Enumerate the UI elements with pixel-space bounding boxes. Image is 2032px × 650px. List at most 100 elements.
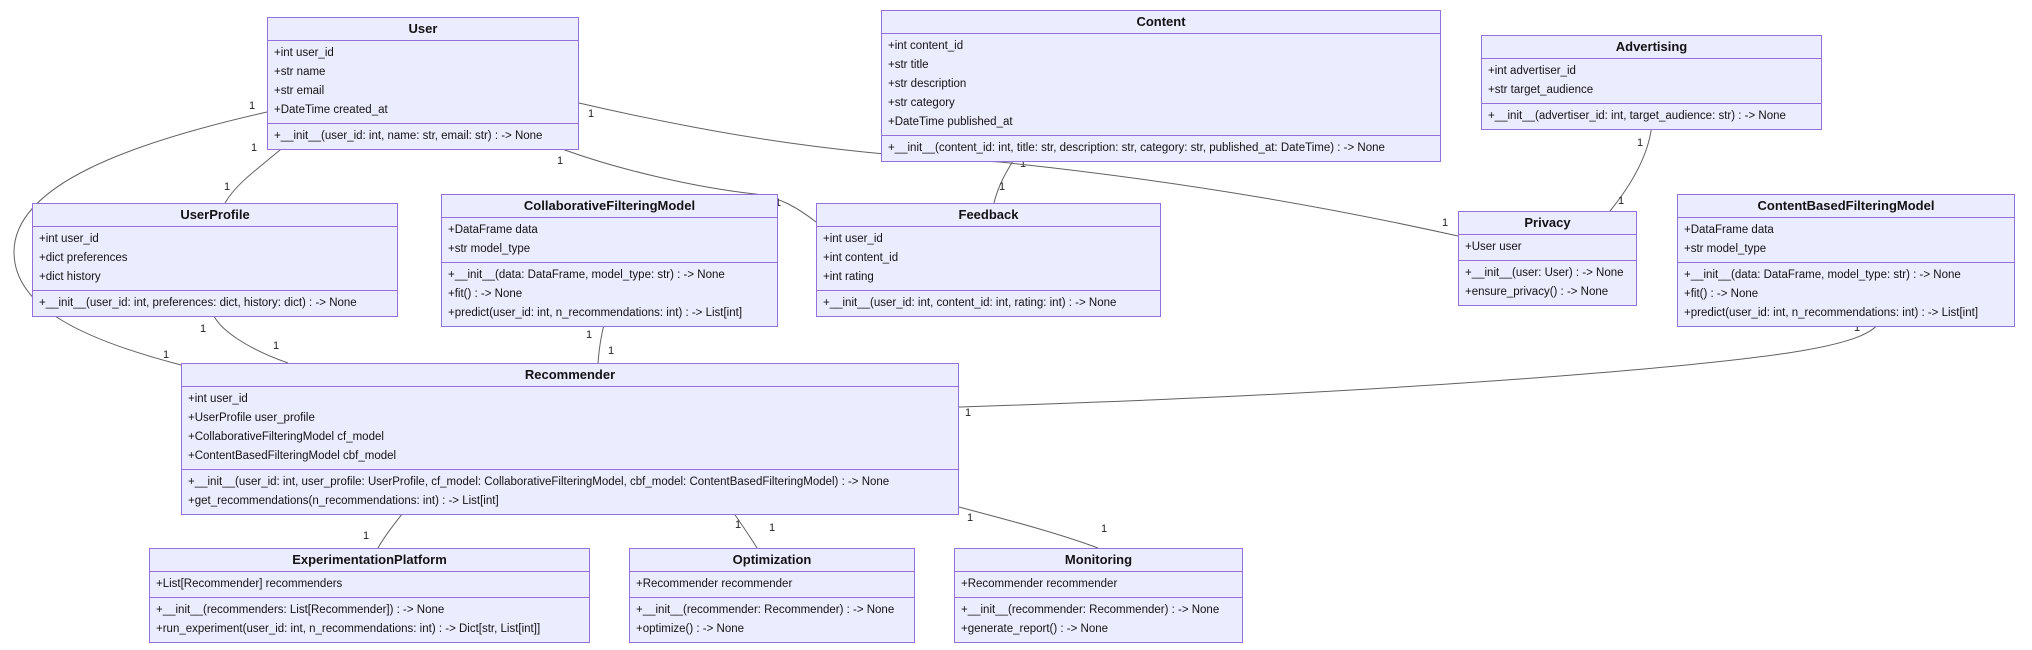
class-title: Recommender bbox=[182, 364, 958, 387]
attribute-row: +ContentBasedFilteringModel cbf_model bbox=[188, 450, 397, 462]
cardinality-label: 1 bbox=[1637, 137, 1643, 149]
cardinality-label: 1 bbox=[586, 329, 592, 341]
method-row: +__init__(data: DataFrame, model_type: s… bbox=[448, 269, 725, 281]
relationship-edge-contentbasedfilteringmodel-recommender bbox=[958, 320, 1881, 408]
attribute-row: +str target_audience bbox=[1488, 84, 1594, 96]
class-methods: +__init__(user: User) : -> None +ensure_p… bbox=[1459, 261, 1636, 305]
cardinality-label: 1 bbox=[608, 345, 614, 357]
class-title: UserProfile bbox=[33, 204, 397, 227]
cardinality-label: 1 bbox=[999, 181, 1005, 193]
method-row: +__init__(user_id: int, user_profile: Us… bbox=[188, 476, 890, 488]
class-title: ContentBasedFilteringModel bbox=[1678, 195, 2014, 218]
attribute-row: +int user_id bbox=[188, 393, 248, 405]
cardinality-label: 1 bbox=[273, 340, 279, 352]
class-box-advertising: Advertising+int advertiser_id+str target… bbox=[1481, 35, 1822, 130]
class-attrs: +int user_id +int content_id +int rating bbox=[817, 227, 1160, 291]
class-attrs: +DataFrame data+str model_type bbox=[1678, 218, 2014, 263]
cardinality-label: 1 bbox=[557, 155, 563, 167]
cardinality-label: 1 bbox=[163, 349, 169, 361]
class-methods: +__init__(user_id: int, preferences: dic… bbox=[33, 291, 397, 316]
attribute-row: +str category bbox=[888, 97, 955, 109]
cardinality-label: 1 bbox=[249, 100, 255, 112]
relationship-edge-user-userprofile bbox=[224, 143, 288, 204]
class-title: User bbox=[268, 18, 578, 41]
cardinality-label: 1 bbox=[967, 512, 973, 524]
class-box-feedback: Feedback+int user_id+int content_id+int … bbox=[816, 203, 1161, 317]
attribute-row: +str description bbox=[888, 78, 967, 90]
class-attrs: +int user_id+str name+str email+DateTime… bbox=[268, 41, 578, 124]
attribute-row: +UserProfile user_profile bbox=[188, 412, 315, 424]
class-box-optimization: Optimization+Recommender recommender+__i… bbox=[629, 548, 915, 643]
method-row: +__init__(recommender: Recommender) : ->… bbox=[961, 604, 1220, 616]
method-row: +__init__(advertiser_id: int, target_aud… bbox=[1488, 110, 1786, 122]
method-row: +__init__(recommenders: List[Recommender… bbox=[156, 604, 445, 616]
class-methods: +__init__(user_id: int, name: str, email… bbox=[268, 124, 578, 149]
attribute-row: +str model_type bbox=[1684, 243, 1767, 255]
class-title: Feedback bbox=[817, 204, 1160, 227]
method-row: +predict(user_id: int, n_recommendations… bbox=[448, 307, 743, 319]
class-methods: +__init__(recommender: Recommender) : ->… bbox=[630, 598, 914, 642]
relationship-edge-recommender-monitoring bbox=[958, 506, 1099, 549]
method-row: +optimize() : -> None bbox=[636, 623, 745, 635]
attribute-row: +int rating bbox=[823, 271, 874, 283]
class-attrs: +int content_id +str title +str descriptio… bbox=[882, 34, 1440, 136]
relationship-edge-user-recommender bbox=[13, 111, 268, 366]
cardinality-label: 1 bbox=[1854, 322, 1860, 334]
class-box-cfm: CollaborativeFilteringModel +DataFrame da… bbox=[441, 194, 778, 327]
method-row: +__init__(user_id: int, preferences: dic… bbox=[39, 297, 357, 309]
attribute-row: +DateTime created_at bbox=[274, 104, 388, 116]
attribute-row: +List[Recommender] recommenders bbox=[156, 578, 343, 590]
attribute-row: +dict history bbox=[39, 271, 101, 283]
attribute-row: +int user_id bbox=[823, 233, 883, 245]
cardinality-label: 1 bbox=[1618, 195, 1624, 207]
attribute-row: +int user_id bbox=[274, 47, 334, 59]
class-methods: +__init__(recommenders: List[Recommender… bbox=[150, 598, 589, 642]
class-methods: +__init__(data: DataFrame, model_type: s… bbox=[442, 263, 777, 326]
class-title: Privacy bbox=[1459, 212, 1636, 235]
class-box-content: Content +int content_id +str title +str des… bbox=[881, 10, 1441, 162]
class-methods: +__init__(user_id: int, user_profile: Us… bbox=[182, 470, 958, 514]
cardinality-label: 1 bbox=[965, 407, 971, 419]
attribute-row: +str model_type bbox=[448, 243, 531, 255]
class-title: Content bbox=[882, 11, 1440, 34]
relationship-edge-user-privacy bbox=[578, 102, 1459, 237]
class-title: ExperimentationPlatform bbox=[150, 549, 589, 572]
class-attrs: +int advertiser_id+str target_audience bbox=[1482, 59, 1821, 104]
method-row: +predict(user_id: int, n_recommendations… bbox=[1684, 307, 1979, 319]
cardinality-label: 1 bbox=[251, 142, 257, 154]
cardinality-label: 1 bbox=[588, 108, 594, 120]
attribute-row: +Recommender recommender bbox=[961, 578, 1118, 590]
class-methods: +__init__(recommender: Recommender) : ->… bbox=[955, 598, 1242, 642]
class-methods: +__init__(user_id: int, content_id: int,… bbox=[817, 291, 1160, 316]
attribute-row: +dict preferences bbox=[39, 252, 128, 264]
method-row: +ensure_privacy() : -> None bbox=[1465, 286, 1609, 298]
method-row: +get_recommendations(n_recommendations: … bbox=[188, 495, 499, 507]
attribute-row: +str title bbox=[888, 59, 929, 71]
class-title: Monitoring bbox=[955, 549, 1242, 572]
class-title: CollaborativeFilteringModel bbox=[442, 195, 777, 218]
class-box-recommender: Recommender +int user_id +UserProfile user… bbox=[181, 363, 959, 515]
method-row: +generate_report() : -> None bbox=[961, 623, 1109, 635]
attribute-row: +User user bbox=[1465, 241, 1522, 253]
cardinality-label: 1 bbox=[1101, 523, 1107, 535]
class-box-userprofile: UserProfile+int user_id+dict preferences… bbox=[32, 203, 398, 317]
attribute-row: +DataFrame data bbox=[448, 224, 538, 236]
attribute-row: +int content_id bbox=[888, 40, 964, 52]
cardinality-label: 1 bbox=[735, 519, 741, 531]
method-row: +run_experiment(user_id: int, n_recommen… bbox=[156, 623, 541, 635]
method-row: +__init__(content_id: int, title: str, d… bbox=[888, 142, 1385, 154]
attribute-row: +int content_id bbox=[823, 252, 899, 264]
cardinality-label: 1 bbox=[200, 323, 206, 335]
class-methods: +__init__(data: DataFrame, model_type: s… bbox=[1678, 263, 2014, 326]
method-row: +fit() : -> None bbox=[448, 288, 523, 300]
class-attrs: +User user bbox=[1459, 235, 1636, 261]
method-row: +__init__(user_id: int, content_id: int,… bbox=[823, 297, 1117, 309]
method-row: +__init__(user_id: int, name: str, email… bbox=[274, 130, 543, 142]
method-row: +__init__(user: User) : -> None bbox=[1465, 267, 1624, 279]
relationship-edge-user-feedback bbox=[548, 143, 817, 223]
class-box-experimentation: ExperimentationPlatform +List[Recommender… bbox=[149, 548, 590, 643]
class-attrs: +int user_id+dict preferences+dict histo… bbox=[33, 227, 397, 291]
